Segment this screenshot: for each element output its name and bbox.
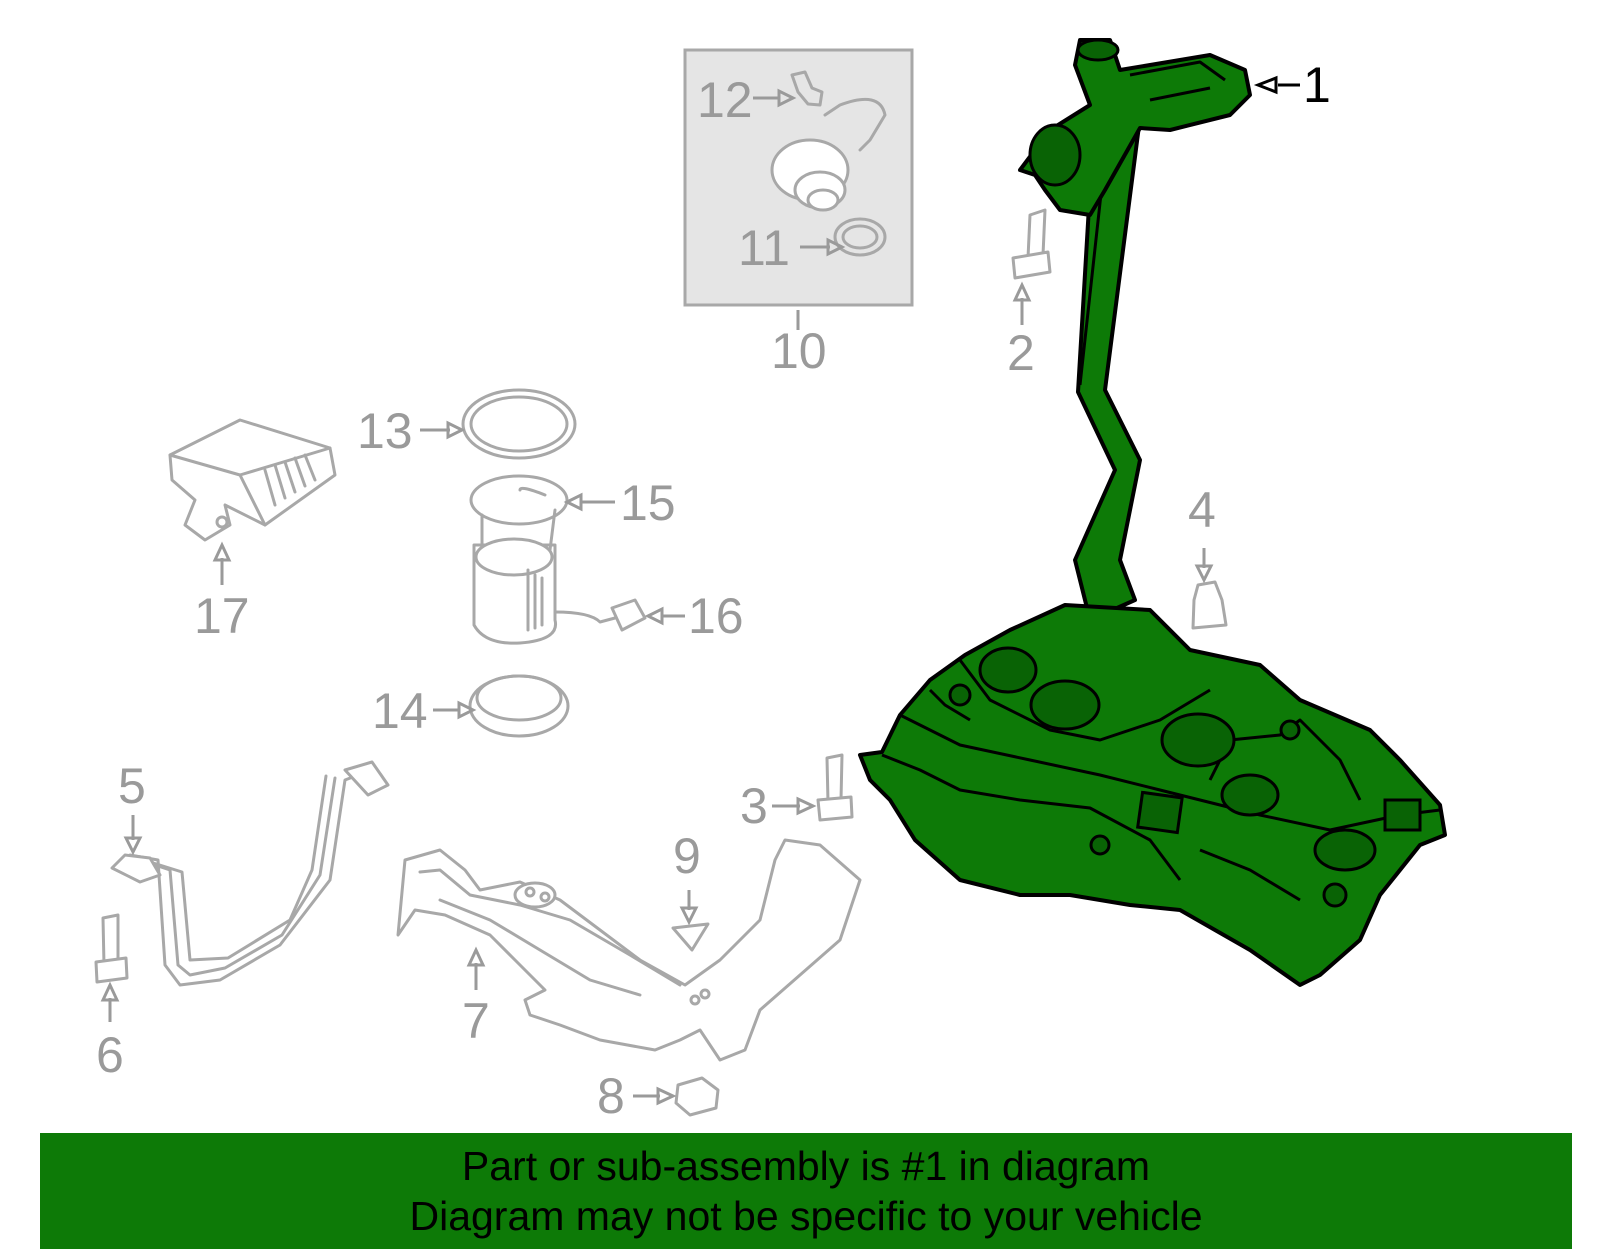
part-1-fuel-tank-assembly[interactable] — [858, 38, 1447, 987]
callout-1: 1 — [1303, 57, 1331, 113]
callout-3: 3 — [740, 778, 768, 834]
callout-2: 2 — [1007, 325, 1035, 381]
callout-13: 13 — [357, 403, 413, 459]
banner-line-2: Diagram may not be specific to your vehi… — [409, 1193, 1203, 1239]
part-4-bump-stop[interactable] — [1191, 580, 1228, 630]
callout-7: 7 — [462, 993, 490, 1049]
part-2-bolt[interactable] — [1011, 208, 1052, 280]
part-5-tank-strap[interactable] — [110, 760, 390, 987]
callout-11: 11 — [738, 220, 790, 276]
part-16-wire-connector[interactable] — [553, 598, 647, 632]
part-17-control-module[interactable] — [168, 418, 337, 542]
callout-9: 9 — [673, 828, 701, 884]
callout-4: 4 — [1188, 482, 1216, 538]
callout-16: 16 — [688, 588, 744, 644]
callout-17: 17 — [194, 588, 250, 644]
part-3-bolt[interactable] — [816, 753, 854, 822]
callout-12: 12 — [697, 72, 753, 128]
part-7-heat-shield-bracket[interactable] — [396, 838, 862, 1062]
banner-line-1: Part or sub-assembly is #1 in diagram — [461, 1143, 1151, 1189]
part-6-bolt[interactable] — [94, 913, 129, 984]
part-11-seal-ring[interactable] — [833, 217, 887, 257]
part-15-fuel-pump-module[interactable] — [469, 474, 569, 645]
callout-14: 14 — [372, 683, 428, 739]
callout-6: 6 — [96, 1027, 124, 1083]
callout-15: 15 — [620, 475, 676, 531]
callout-8: 8 — [597, 1068, 625, 1124]
part-8-nut[interactable] — [674, 1076, 720, 1117]
part-9-clip[interactable] — [671, 922, 710, 952]
callout-5: 5 — [118, 758, 146, 814]
part-14-seal[interactable] — [468, 674, 570, 738]
info-banner: Part or sub-assembly is #1 in diagram Di… — [40, 1133, 1572, 1249]
part-12-tether-clip[interactable] — [790, 70, 824, 107]
part-13-lock-ring[interactable] — [461, 388, 577, 460]
callout-10: 10 — [771, 323, 827, 379]
